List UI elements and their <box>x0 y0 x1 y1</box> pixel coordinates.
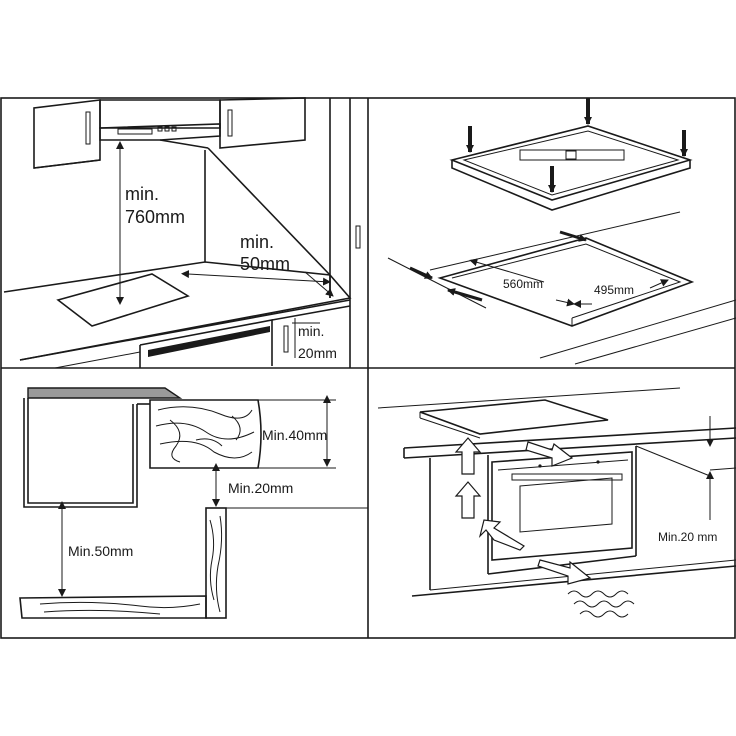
label-height-line1: min. <box>125 184 159 204</box>
hob-plate <box>449 125 693 201</box>
label-cutout-depth: 495mm <box>594 283 634 297</box>
cooker-hood <box>99 123 221 141</box>
heat-waves-icon <box>567 590 635 618</box>
label-cutout-width: 560mm <box>503 277 543 291</box>
cutout-outline <box>437 237 695 327</box>
base-plank <box>19 595 207 619</box>
label-min-40mm: Min.40mm <box>262 427 327 443</box>
worktop-slab <box>27 387 183 399</box>
press-arrows <box>466 98 688 193</box>
label-side-line1: min. <box>240 232 274 252</box>
label-min-50mm: Min.50mm <box>68 543 133 559</box>
panel-top-left-kitchen: min. 760mm min. 50mm min. 20mm <box>3 97 361 369</box>
label-bottom-line2: 20mm <box>298 345 337 361</box>
label-height-line2: 760mm <box>125 207 185 227</box>
side-panel-post <box>205 507 227 619</box>
label-min-20mm: Min.20mm <box>228 480 293 496</box>
worktop-wood-block <box>149 399 262 469</box>
panel-frame <box>0 97 736 639</box>
label-bottom-line1: min. <box>298 323 324 339</box>
panel-top-right-cutout: 560mm 495mm <box>387 98 736 365</box>
side-clearance-arrow <box>181 270 331 286</box>
panel-bottom-left-section: Min.40mm Min.20mm Min.50mm <box>19 387 368 619</box>
label-min-20mm-right: Min.20 mm <box>658 530 717 544</box>
panel-bottom-right-ventilation: Min.20 mm <box>377 387 736 618</box>
hob-top <box>419 399 609 435</box>
airflow-arrows <box>454 437 592 585</box>
spirit-level <box>519 149 625 161</box>
label-side-line2: 50mm <box>240 254 290 274</box>
